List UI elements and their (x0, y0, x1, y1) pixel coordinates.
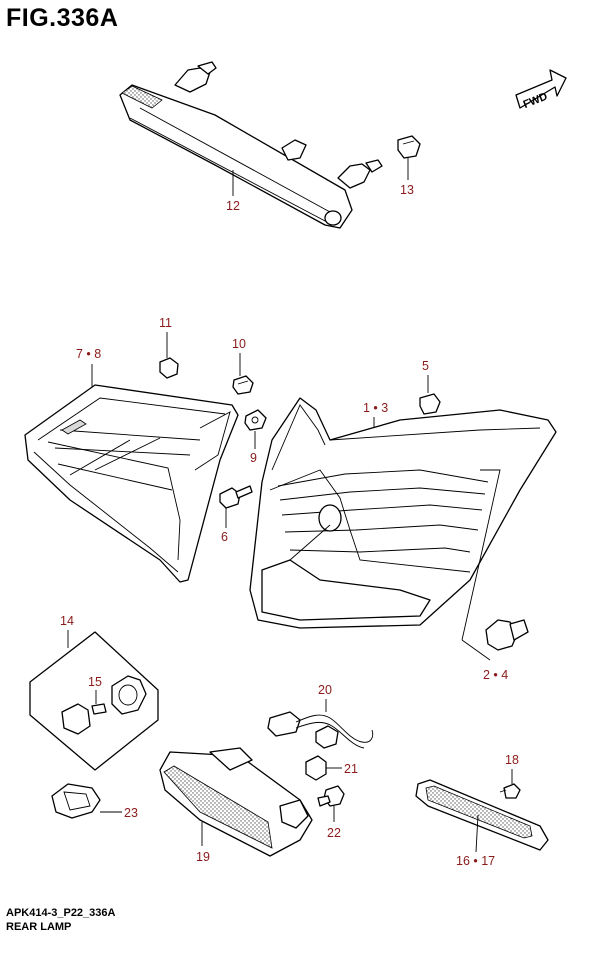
callout-10: 10 (232, 337, 246, 351)
figure-name: REAR LAMP (6, 921, 72, 933)
part-23-clip[interactable] (51, 783, 101, 819)
callout-22: 22 (327, 826, 341, 840)
leader-16-17 (475, 814, 479, 853)
part-1-3-rear-combination-lamp[interactable] (249, 397, 557, 629)
part-9-grommet[interactable] (244, 409, 267, 431)
part-11-nut[interactable] (159, 357, 179, 379)
part-14-socket-assembly[interactable] (29, 631, 159, 771)
callout-15: 15 (88, 675, 102, 689)
part-18-screw[interactable] (499, 783, 521, 799)
part-7-8-inner-rear-lamp[interactable] (24, 384, 239, 583)
part-16-17-reflector[interactable] (415, 779, 549, 851)
callout-1-3: 1 • 3 (363, 401, 388, 415)
callout-23: 23 (124, 806, 138, 820)
callout-11: 11 (159, 316, 172, 330)
part-10-grommet[interactable] (232, 375, 254, 395)
callout-20: 20 (318, 683, 332, 697)
part-15-small-bulb[interactable] (91, 703, 107, 715)
callout-21: 21 (344, 762, 358, 776)
part-19-rear-lamp-lower[interactable] (159, 747, 313, 857)
callout-6: 6 (221, 530, 228, 544)
callout-13: 13 (400, 183, 414, 197)
part-21-bulb[interactable] (305, 755, 327, 781)
part-20-socket-wire[interactable] (267, 711, 374, 749)
callout-18: 18 (505, 753, 519, 767)
part-12-high-mount-lamp[interactable] (119, 61, 383, 229)
part-6-bolt[interactable] (219, 485, 253, 509)
callout-14: 14 (60, 614, 74, 628)
figure-code: APK414-3_P22_336A (6, 907, 116, 919)
callout-16-17: 16 • 17 (456, 854, 495, 868)
callout-7-8: 7 • 8 (76, 347, 101, 361)
part-5-clip[interactable] (419, 393, 441, 415)
callout-19: 19 (196, 850, 210, 864)
leader-2-4-b (461, 639, 491, 661)
callout-2-4: 2 • 4 (483, 668, 508, 682)
part-22-bolt[interactable] (317, 785, 345, 807)
leader-2-4-a (461, 559, 481, 641)
callout-5: 5 (422, 359, 429, 373)
figure-title: FIG.336A (6, 4, 119, 32)
callout-12: 12 (226, 199, 240, 213)
callout-9: 9 (250, 451, 257, 465)
fwd-arrow-badge: FWD (515, 69, 567, 111)
part-2-4-bulb[interactable] (485, 619, 529, 651)
part-13-clip[interactable] (397, 135, 421, 159)
